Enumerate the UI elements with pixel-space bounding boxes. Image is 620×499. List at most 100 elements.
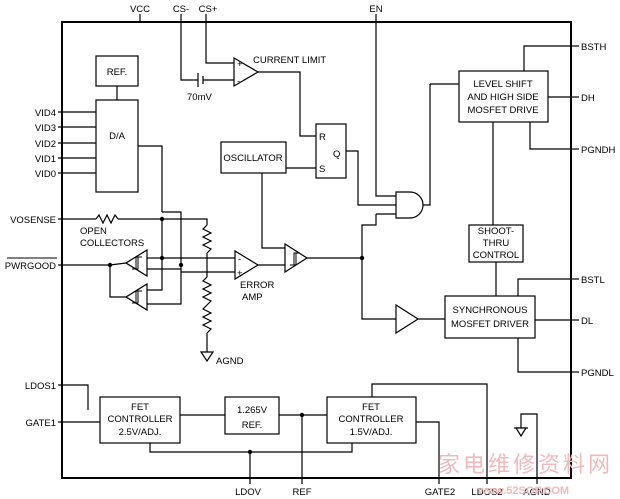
oscillator-label: OSCILLATOR bbox=[223, 153, 282, 164]
lower-comparator-ref-wire bbox=[147, 272, 182, 305]
pin-en-label: EN bbox=[369, 4, 382, 15]
pin-vid1-label: VID1 bbox=[35, 154, 56, 165]
fet-controller-2-line-1: FET bbox=[362, 402, 380, 413]
pin-gate2: GATE2 bbox=[425, 478, 455, 498]
pin-pgndl-label: PGNDL bbox=[581, 368, 614, 379]
open-collectors-line-2: COLLECTORS bbox=[80, 238, 144, 249]
shoot-thru-line-1: SHOOT- bbox=[478, 226, 514, 237]
pin-pgndh: PGNDH bbox=[571, 145, 615, 156]
pin-vid4: VID4 bbox=[35, 108, 96, 119]
pin-ldos1-label: LDOS1 bbox=[25, 381, 56, 392]
ref-block bbox=[95, 55, 139, 87]
pin-vid2: VID2 bbox=[35, 139, 96, 150]
agnd-wire bbox=[520, 413, 538, 478]
latch-s-label: S bbox=[319, 164, 325, 175]
pin-vid2-label: VID2 bbox=[35, 139, 56, 150]
pin-bstl: BSTL bbox=[571, 275, 605, 286]
pin-vid1: VID1 bbox=[35, 154, 96, 165]
pin-vosense: VOSENSE bbox=[10, 215, 62, 226]
level-shift-block bbox=[458, 70, 549, 123]
cs-plus-wire bbox=[205, 22, 234, 64]
ldov-junction-dot bbox=[247, 449, 253, 455]
fet-controller-2-line-2: CONTROLLER bbox=[339, 414, 404, 425]
pin-vosense-label: VOSENSE bbox=[10, 215, 56, 226]
cs-minus-wire bbox=[180, 22, 198, 81]
ref-1265-line-2: REF. bbox=[242, 420, 263, 431]
sync-pgndl-wire bbox=[517, 338, 571, 373]
pin-ref: REF bbox=[293, 478, 312, 498]
open-collectors-line-1: OPEN bbox=[80, 226, 107, 237]
pin-bsth: BSTH bbox=[571, 42, 606, 53]
agnd-internal-label: AGND bbox=[216, 356, 244, 367]
hysteresis-icon-upper bbox=[132, 256, 142, 270]
level-shift-bsth-wire bbox=[523, 45, 571, 71]
level-shift-line-3: MOSFET DRIVE bbox=[467, 105, 538, 116]
ref-block-label: REF. bbox=[107, 67, 128, 78]
sync-bstl-wire bbox=[517, 278, 571, 296]
pin-vid0-label: VID0 bbox=[35, 169, 56, 180]
pin-gate2-label: GATE2 bbox=[425, 487, 455, 498]
fet-controller-1-line-2: CONTROLLER bbox=[108, 414, 173, 425]
error-amp bbox=[234, 249, 260, 281]
divider-resistor-top bbox=[201, 224, 213, 254]
watermark-text: 家电维修资料网 bbox=[438, 452, 613, 477]
error-amp-minus: - bbox=[238, 254, 241, 265]
pin-vcc-label: VCC bbox=[130, 4, 150, 15]
pin-agnd-label: AGND bbox=[523, 487, 551, 498]
fet2-to-ldov-wire bbox=[250, 443, 353, 453]
pin-ldos2: LDOS2 bbox=[471, 478, 503, 498]
level-shift-line-2: AND HIGH SIDE bbox=[467, 92, 538, 103]
pin-cs-plus-label: CS+ bbox=[199, 4, 218, 15]
current-limit-label: CURRENT LIMIT bbox=[253, 55, 326, 66]
da-converter-block bbox=[95, 99, 139, 193]
pin-ldos2-label: LDOS2 bbox=[471, 487, 502, 498]
current-limit-minus: - bbox=[237, 76, 240, 87]
pin-vcc: VCC bbox=[130, 4, 150, 22]
and-gate bbox=[395, 191, 424, 219]
fet-controller-1-line-3: 2.5V/ADJ. bbox=[119, 427, 162, 438]
current-limit-comparator bbox=[233, 56, 260, 88]
pin-vid3-label: VID3 bbox=[35, 123, 56, 134]
pin-ldov-label: LDOV bbox=[235, 487, 262, 498]
level-shift-pgndh-wire bbox=[529, 122, 571, 150]
sync-driver-line-2: MOSFET DRIVER bbox=[451, 319, 529, 330]
pwm-hysteresis-icon bbox=[290, 252, 300, 266]
error-amp-label-2: AMP bbox=[242, 292, 263, 303]
ic-outline bbox=[61, 21, 572, 479]
da-converter-label: D/A bbox=[109, 131, 126, 142]
feedback-junction-dot bbox=[159, 216, 165, 222]
offset-voltage-source bbox=[197, 73, 234, 87]
en-wire bbox=[375, 22, 396, 197]
latch-q-label: Q bbox=[333, 149, 340, 160]
pwm-to-and-wire bbox=[307, 214, 377, 259]
pin-pwrgood: PWRGOOD bbox=[5, 257, 62, 272]
pin-pwrgood-label: PWRGOOD bbox=[5, 261, 56, 272]
current-limit-plus: + bbox=[237, 59, 243, 70]
pin-gate1-label: GATE1 bbox=[26, 418, 56, 429]
pin-dh-label: DH bbox=[581, 93, 595, 104]
fet-controller-1-block bbox=[99, 396, 181, 444]
da-output-wire bbox=[138, 145, 163, 212]
pin-vid4-label: VID4 bbox=[35, 108, 56, 119]
feedback-to-error-amp-wire bbox=[161, 219, 235, 259]
fet-controller-2-block bbox=[326, 396, 417, 444]
hysteresis-icon-lower bbox=[132, 290, 142, 304]
gate2-wire bbox=[416, 421, 440, 478]
pin-gate1: GATE1 bbox=[26, 418, 62, 429]
current-limit-to-latch-wire bbox=[258, 71, 316, 137]
shoot-thru-line-2: THRU bbox=[483, 238, 510, 249]
pin-cs-plus: CS+ bbox=[199, 4, 218, 22]
oscillator-block bbox=[220, 141, 287, 174]
agnd-internal-symbol bbox=[199, 351, 215, 363]
pwm-junction-dot bbox=[359, 255, 365, 261]
pin-cs-minus-label: CS- bbox=[173, 4, 189, 15]
pwm-to-buffer-wire bbox=[361, 258, 396, 320]
ref-1265-line-1: 1.265V bbox=[237, 405, 268, 416]
agnd-ground-symbol bbox=[514, 418, 528, 438]
pin-agnd: AGND bbox=[523, 478, 551, 498]
ldos2-wire bbox=[371, 383, 488, 478]
fet-controller-2-line-3: 1.5V/ADJ. bbox=[350, 427, 393, 438]
latch-to-and-wire bbox=[346, 150, 396, 206]
divider-resistor-mid bbox=[201, 276, 213, 306]
